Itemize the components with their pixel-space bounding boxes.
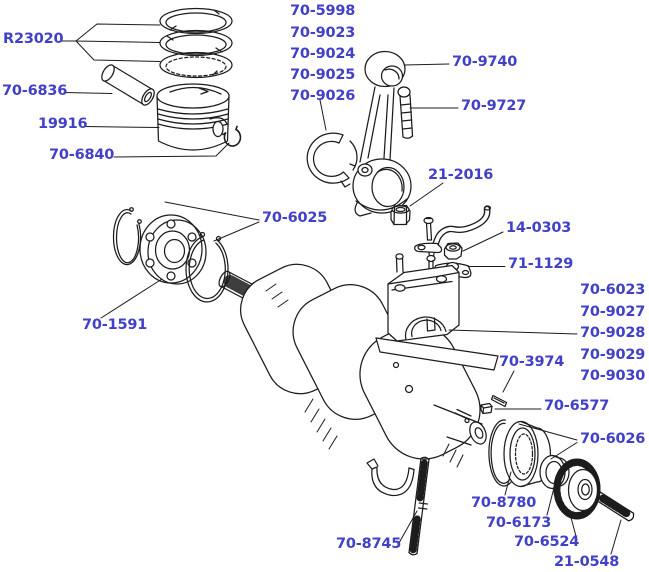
part-label-70-9023[interactable]: 70-9023 <box>290 25 356 41</box>
part-label-21-0548[interactable]: 21-0548 <box>554 554 620 570</box>
part-label-21-2016[interactable]: 21-2016 <box>428 167 494 183</box>
part-label-70-6026[interactable]: 70-6026 <box>580 431 646 447</box>
part-label-70-3974[interactable]: 70-3974 <box>499 354 565 370</box>
drive-gear <box>553 458 601 520</box>
part-label-70-6025[interactable]: 70-6025 <box>262 210 328 226</box>
connecting-rod <box>349 50 412 217</box>
main-bearing-shell-lower <box>366 458 415 497</box>
oil-feed-pipe <box>429 205 492 253</box>
part-label-70-6023[interactable]: 70-6023 <box>580 282 646 298</box>
leader-lines <box>61 23 622 555</box>
crankshaft <box>218 263 499 468</box>
part-label-70-9030[interactable]: 70-9030 <box>580 368 646 384</box>
piston-pin <box>101 64 155 106</box>
pipe-screw <box>423 216 434 241</box>
woodruff-key <box>490 394 508 408</box>
part-label-70-6524[interactable]: 70-6524 <box>514 534 580 550</box>
rod-bolt <box>397 86 414 139</box>
part-label-70-9024[interactable]: 70-9024 <box>290 46 356 62</box>
part-label-R23020[interactable]: R23020 <box>3 31 64 47</box>
rod-nut <box>390 204 411 226</box>
piston-rings-icon <box>159 7 233 79</box>
rod-bearing-shell-upper <box>306 132 358 188</box>
gear-bolt <box>594 491 635 522</box>
part-label-70-9028[interactable]: 70-9028 <box>580 325 646 341</box>
snap-ring-left <box>112 207 142 266</box>
ball-bearing <box>139 214 207 285</box>
pipe-bracket <box>414 242 443 260</box>
piston <box>156 83 230 151</box>
part-label-70-6173[interactable]: 70-6173 <box>486 515 552 531</box>
part-label-70-6836[interactable]: 70-6836 <box>2 83 68 99</box>
part-label-71-1129[interactable]: 71-1129 <box>508 256 574 272</box>
banjo-bolt <box>443 242 463 260</box>
part-label-70-8745[interactable]: 70-8745 <box>336 536 402 552</box>
part-label-70-8780[interactable]: 70-8780 <box>471 495 537 511</box>
part-label-70-5998[interactable]: 70-5998 <box>290 3 356 19</box>
part-label-70-9740[interactable]: 70-9740 <box>452 54 518 70</box>
snap-ring-right <box>185 231 229 303</box>
part-label-70-9025[interactable]: 70-9025 <box>290 67 356 83</box>
part-label-70-1591[interactable]: 70-1591 <box>82 317 148 333</box>
part-label-19916[interactable]: 19916 <box>38 116 88 132</box>
part-label-70-9026[interactable]: 70-9026 <box>290 88 356 104</box>
drive-key <box>480 402 493 415</box>
part-label-70-9027[interactable]: 70-9027 <box>580 304 646 320</box>
main-bearing-housing <box>387 253 460 342</box>
part-label-70-6840[interactable]: 70-6840 <box>49 147 115 163</box>
gudgeon-circlip-icon <box>222 125 242 147</box>
crankcase-stud <box>408 456 430 556</box>
part-label-70-6577[interactable]: 70-6577 <box>544 398 610 414</box>
part-label-70-9029[interactable]: 70-9029 <box>580 347 646 363</box>
part-label-14-0303[interactable]: 14-0303 <box>506 220 572 236</box>
part-label-70-9727[interactable]: 70-9727 <box>461 98 527 114</box>
